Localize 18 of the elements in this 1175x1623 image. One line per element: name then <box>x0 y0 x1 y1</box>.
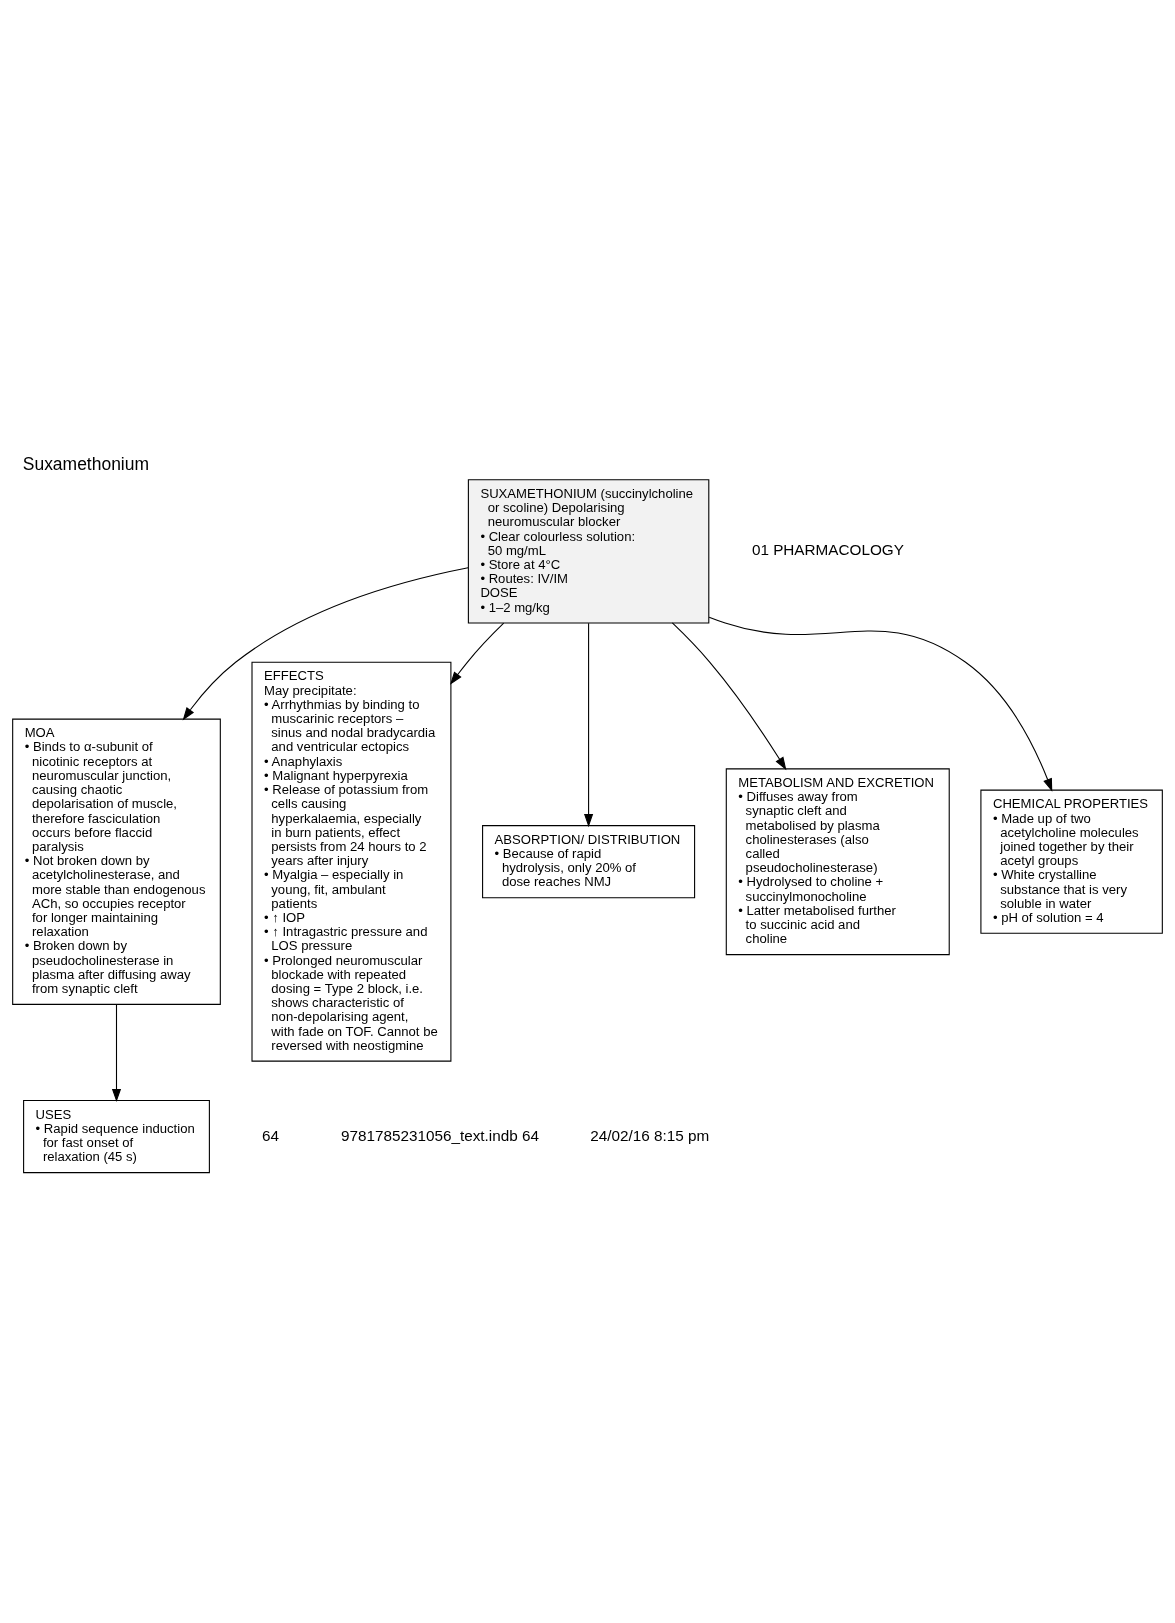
node-box: SUXAMETHONIUM (succinylcholine or scoline) Depolarising neuromuscular blocker • Clear colourless solution: 50 mg/mL • Store at 4°C • Routes: IV/IM DOSE • 1–2 mg/kg <box>467 478 710 623</box>
label: 01 PHARMACOLOGY <box>751 540 904 558</box>
label: 9781785231056_text.indb 64 <box>340 1126 539 1144</box>
arrow <box>708 616 1053 792</box>
node-box: MOA • Binds to α-subunit of nicotinic receptors at neuromuscular junction, causing chaotic depolarisation of muscle, therefore fasciculation occurs before flaccid paralysis • Not broken down by acetylcholinesterase, and more stable than endogenous ACh, so occupies receptor for longer maintaining relaxation • Broken down by pseudocholinesterase in plasma after diffusing away from synaptic cleft <box>12 718 221 1005</box>
arrow <box>671 621 787 770</box>
label: 24/02/16 8:15 pm <box>590 1126 710 1144</box>
node-box: USES • Rapid sequence induction for fast onset of relaxation (45 s) <box>23 1099 210 1173</box>
arrow <box>450 622 505 685</box>
arrow <box>111 1003 122 1102</box>
node-box: CHEMICAL PROPERTIES • Made up of two acetylcholine molecules joined together by their acetyl groups • White crystalline substance that is very soluble in water • pH of solution = 4 <box>980 789 1163 934</box>
arrow <box>182 566 469 720</box>
label: 64 <box>262 1126 280 1144</box>
diagram-title: Suxamethonium <box>22 453 150 474</box>
node-box: ABSORPTION/ DISTRIBUTION • Because of rapid hydrolysis, only 20% of dose reaches NMJ <box>482 824 696 898</box>
node-box: EFFECTS May precipitate: • Arrhythmias by binding to muscarinic receptors – sinus and nodal bradycardia and ventricular ectopics • Anaphylaxis • Malignant hyperpyrexia • Release of potassium from cells causing hyperkalaemia, especially in burn patients, effect persists from 24 hours to 2 years after injury • Myalgia – especially in young, fit, ambulant patients • ↑ IOP • ↑ Intragastric pressure and LOS pressure • Prolonged neuromuscular blockade with repeated dosing = Type 2 block, i.e. shows characteristic of non-depolarising agent, with fade on TOF. Cannot be reversed with neostigmine <box>251 661 452 1062</box>
arrow <box>584 622 594 827</box>
node-box: METABOLISM AND EXCRETION • Diffuses away from synaptic cleft and metabolised by plasma cholinesterases (also called pseudocholinesterase) • Hydrolysed to choline + succinylmonocholine • Latter metabolised further to succinic acid and choline <box>725 767 950 955</box>
